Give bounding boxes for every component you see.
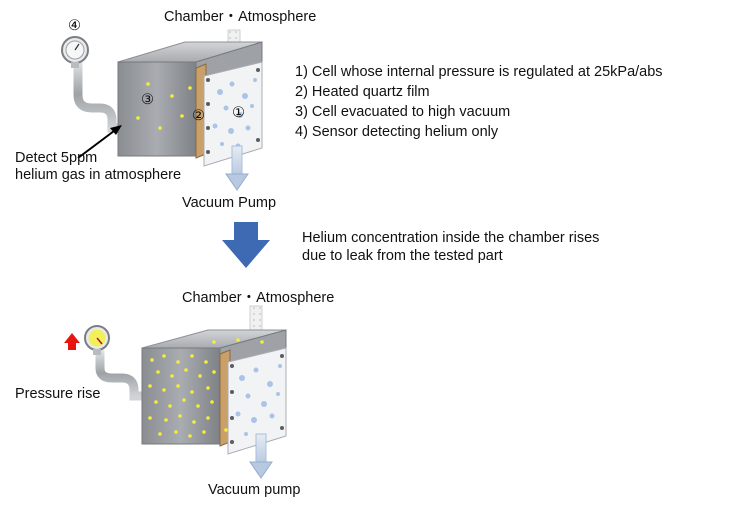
- bottom-vacuum-flow-arrow: [249, 433, 273, 479]
- bottom-scene: [64, 305, 287, 479]
- marker-film: ②: [192, 108, 205, 124]
- bottom-cell-plate: [219, 347, 287, 455]
- legend-item-2: 2) Heated quartz film: [295, 84, 430, 100]
- bottom-helium-dots: [148, 338, 264, 438]
- legend-item-1: 1) Cell whose internal pressure is regul…: [295, 64, 663, 80]
- marker-sensor: ④: [68, 18, 81, 34]
- bottom-vacuum-label: Vacuum pump: [208, 482, 301, 498]
- top-helium-dots: [136, 82, 192, 130]
- pressure-rise-label: Pressure rise: [15, 386, 101, 402]
- rise-arrow-icon: [64, 333, 80, 350]
- legend-list: 1) Cell whose internal pressure is regul…: [295, 62, 663, 142]
- legend-item-3: 3) Cell evacuated to high vacuum: [295, 104, 511, 120]
- detect-pointer-arrow: [77, 125, 122, 159]
- top-cell-plate: [195, 61, 263, 167]
- top-vacuum-flow-arrow: [225, 145, 249, 191]
- top-pressure-gauge: [61, 36, 122, 133]
- transition-arrow: [222, 222, 270, 268]
- marker-vacuum-cell: ③: [141, 92, 154, 108]
- transition-line1: Helium concentration inside the chamber …: [302, 230, 600, 246]
- legend-item-4: 4) Sensor detecting helium only: [295, 124, 499, 140]
- transition-line2: due to leak from the tested part: [302, 248, 503, 264]
- top-vacuum-label: Vacuum Pump: [182, 195, 277, 211]
- top-scene: [61, 29, 263, 191]
- marker-cell: ①: [232, 105, 245, 121]
- detect-label-line1: Detect 5ppm: [15, 150, 98, 166]
- detect-label-line2: helium gas in atmosphere: [15, 167, 182, 183]
- top-chamber-label: Chamber・Atmosphere: [164, 9, 317, 25]
- bottom-pressure-gauge: [84, 325, 146, 401]
- bottom-chamber-label: Chamber・Atmosphere: [182, 290, 335, 306]
